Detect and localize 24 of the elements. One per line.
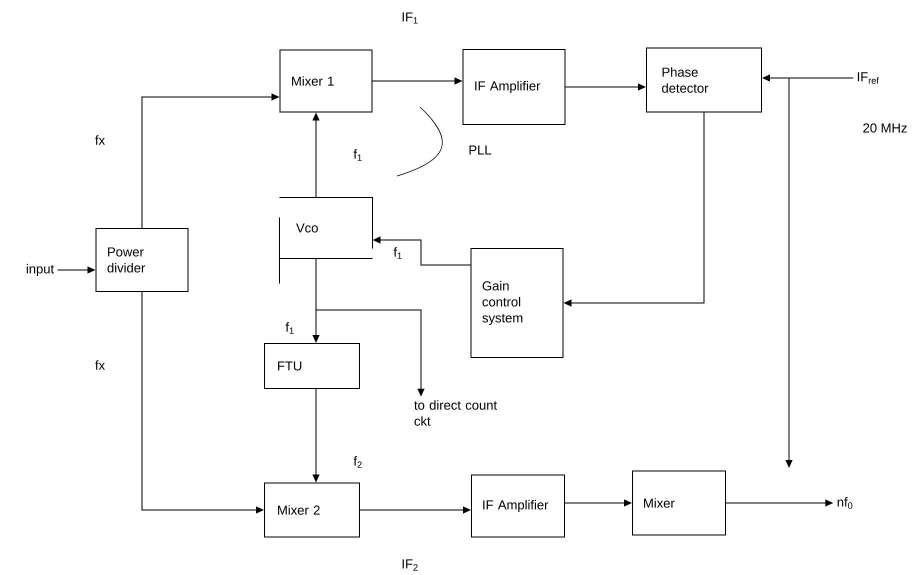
block-box: Gain control system (470, 248, 564, 358)
output-label: nf$_{0}$ (838, 497, 852, 509)
block-box: Mixer (632, 470, 726, 536)
edge-label: fx (94, 359, 106, 371)
signal-label: f$_{1}$ (394, 247, 402, 259)
beside-label: 20 MHz (863, 123, 907, 133)
edge-label: f$_{1}$ (352, 148, 364, 162)
input-label: input (26, 264, 54, 276)
block-box: Power divider (96, 228, 188, 292)
block-box: IF Amplifier (471, 474, 565, 538)
block-box: Mixer 2 (264, 482, 360, 538)
edge-label: fx (94, 134, 106, 146)
note-text: to direct count ckt (414, 400, 497, 426)
signal-label: PLL (470, 146, 492, 154)
edge-label: IF$_{2}$ (400, 558, 420, 572)
vco-block: Vco (279, 197, 373, 284)
block-box: Phase detector (646, 48, 762, 112)
signal-label: IF$_{ref}$ (858, 72, 879, 84)
edge-label: IF$_{1}$ (400, 11, 420, 25)
block-box: FTU (264, 343, 360, 389)
block-box: Mixer 1 (280, 50, 372, 112)
edge-label: f$_{2}$ (352, 455, 364, 469)
block-box: IF Amplifier (462, 49, 566, 125)
edge-label: f$_{1}$ (284, 321, 296, 335)
